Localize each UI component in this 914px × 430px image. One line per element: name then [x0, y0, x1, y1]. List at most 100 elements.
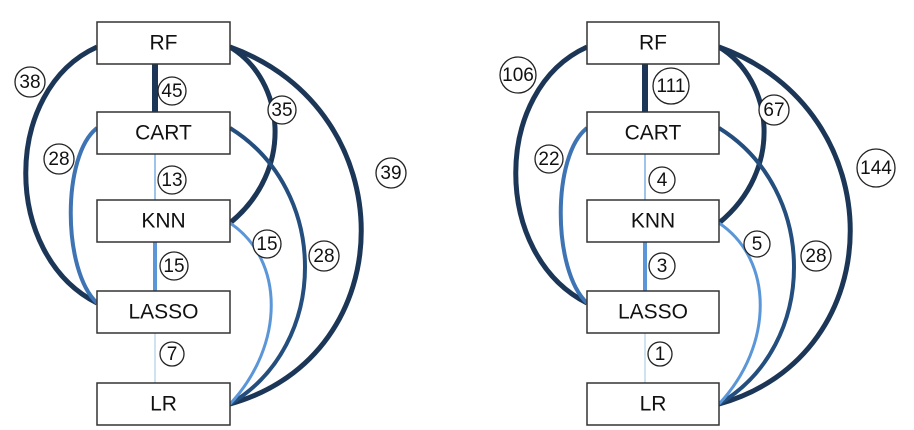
edge-rf-lasso [23, 44, 99, 306]
node-box [96, 21, 231, 65]
weight-text: 35 [271, 100, 292, 121]
node-label: RF [639, 32, 667, 55]
weight-text: 7 [167, 344, 178, 365]
node-label: LASSO [618, 301, 688, 324]
node-lr: LR [96, 382, 231, 426]
edge-rf-knn [228, 44, 278, 225]
weight-circle [157, 76, 187, 106]
edge-rf-lasso [513, 44, 589, 306]
weight-text: 106 [502, 65, 534, 86]
weight-label-cart-lr: 28 [800, 240, 832, 272]
node-lasso: LASSO [586, 290, 720, 334]
edges [23, 44, 364, 407]
node-box [96, 111, 231, 155]
weight-label-rf-cart: 45 [157, 76, 187, 106]
weight-circle [308, 240, 340, 272]
weight-label-lasso-lr: 1 [647, 341, 673, 367]
weight-circle [758, 94, 790, 126]
graph-panel-1: RF CART KNN LASSO LR 38 45 35 39 28 13 28 15 15 7 [14, 21, 407, 426]
weight-circle [159, 341, 185, 367]
nodes: RF CART KNN LASSO LR [96, 21, 231, 426]
weight-label-rf-lr: 144 [856, 148, 896, 188]
weight-circle [157, 165, 187, 195]
weight-text: 45 [161, 81, 182, 102]
node-label: KNN [631, 210, 675, 233]
weight-text: 4 [657, 170, 668, 191]
weight-label-rf-knn: 67 [758, 94, 790, 126]
graph-panel-2: RF CART KNN LASSO LR 106 111 67 144 22 4 28 3 5 1 [499, 21, 896, 426]
weight-label-rf-cart: 111 [652, 67, 690, 105]
edge-rf-lr [718, 44, 853, 407]
weight-circle [267, 95, 297, 125]
weight-label-rf-lasso: 106 [499, 56, 537, 94]
node-cart: CART [586, 111, 720, 155]
weight-label-lasso-lr: 7 [159, 341, 185, 367]
weight-label-knn-lr: 15 [252, 229, 282, 259]
node-rf: RF [96, 21, 231, 65]
weight-circle [14, 66, 46, 98]
node-cart: CART [96, 111, 231, 155]
weight-text: 28 [805, 246, 826, 267]
edge-weights: 38 45 35 39 28 13 28 15 15 7 [14, 66, 407, 367]
node-lasso: LASSO [96, 290, 231, 334]
nodes: RF CART KNN LASSO LR [586, 21, 720, 426]
weight-label-rf-lasso: 38 [14, 66, 46, 98]
edge-knn-lr [717, 221, 762, 406]
edge-cart-lasso [558, 126, 589, 305]
weight-circle [648, 252, 676, 280]
weight-text: 5 [752, 234, 763, 255]
edge-cart-lr [717, 126, 796, 406]
weight-circle [856, 148, 896, 188]
weight-label-cart-lr: 28 [308, 240, 340, 272]
weight-label-knn-lasso: 3 [648, 252, 676, 280]
node-label: KNN [141, 210, 185, 233]
weight-text: 13 [161, 170, 182, 191]
weight-circle [159, 251, 189, 281]
weight-label-cart-lasso: 28 [43, 143, 75, 175]
edge-knn-lr [228, 221, 273, 406]
weight-label-cart-lasso: 22 [534, 144, 564, 174]
node-box [96, 199, 231, 243]
node-label: LR [640, 393, 667, 416]
node-label: LASSO [128, 301, 198, 324]
node-label: CART [135, 122, 192, 145]
node-rf: RF [586, 21, 720, 65]
weight-text: 22 [538, 149, 559, 170]
node-knn: KNN [96, 199, 231, 243]
edge-rf-lr [229, 44, 364, 407]
weight-text: 38 [19, 72, 40, 93]
weight-circle [743, 230, 771, 258]
node-knn: KNN [586, 199, 720, 243]
weight-circle [252, 229, 282, 259]
edge-cart-lasso [68, 126, 99, 305]
weight-circle [648, 166, 676, 194]
weight-circle [800, 240, 832, 272]
node-label: CART [625, 122, 682, 145]
weight-circle [43, 143, 75, 175]
weight-text: 1 [655, 344, 666, 365]
weight-circle [375, 157, 407, 189]
weight-circle [534, 144, 564, 174]
weight-text: 28 [48, 149, 69, 170]
node-label: LR [150, 393, 177, 416]
node-box [96, 290, 231, 334]
weight-text: 15 [256, 234, 277, 255]
node-box [96, 382, 231, 426]
weight-text: 67 [763, 100, 784, 121]
weight-circle [652, 67, 690, 105]
weight-label-knn-lasso: 15 [159, 251, 189, 281]
weight-text: 144 [860, 158, 892, 179]
weight-text: 28 [313, 246, 334, 267]
weight-label-rf-knn: 35 [267, 95, 297, 125]
edge-rf-knn [717, 44, 767, 225]
node-box [586, 199, 720, 243]
node-box [586, 21, 720, 65]
weight-label-cart-knn: 4 [648, 166, 676, 194]
node-label: RF [150, 32, 178, 55]
weight-circle [499, 56, 537, 94]
node-box [586, 382, 720, 426]
edge-cart-lr [228, 126, 307, 406]
weight-label-rf-lr: 39 [375, 157, 407, 189]
